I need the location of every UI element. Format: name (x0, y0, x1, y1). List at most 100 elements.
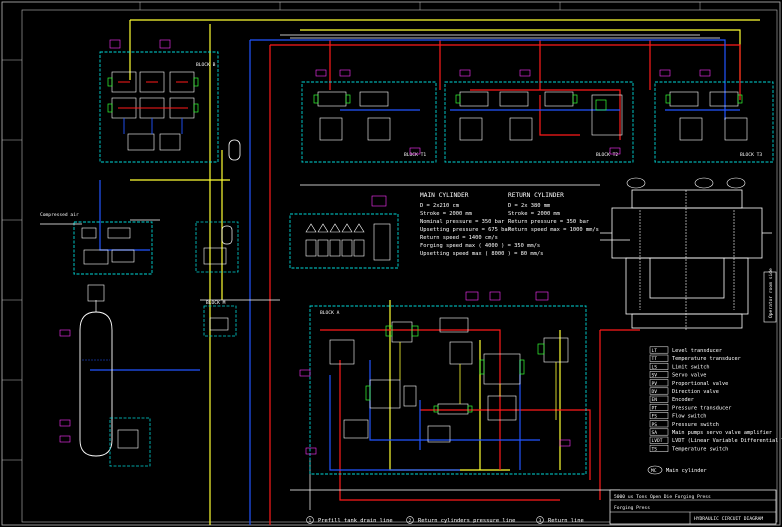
block-b-label: BLOCK B (196, 62, 216, 68)
legend-code: LS (652, 364, 658, 370)
main-cylinder-legend-text: Main cylinder (666, 468, 707, 474)
legend-symbol (649, 436, 669, 444)
legend-code: PV (652, 381, 658, 387)
legend-code: DV (652, 389, 658, 395)
legend-text: Limit switch (672, 364, 709, 370)
press-frame (600, 189, 772, 329)
legend-text: Pressure switch (672, 422, 719, 428)
pilot-lines (129, 19, 760, 525)
block-t3-frame (654, 81, 774, 163)
block-a-pilot (399, 342, 557, 420)
tank-sensors (59, 329, 71, 443)
operator-room-note: Operator room side (768, 268, 774, 318)
legend-text: Servo valve (672, 373, 706, 379)
legend-code: EN (652, 397, 658, 403)
main-cylinder-line: Upsetting speed max ( 8000 ) = 80 mm/s (420, 251, 543, 257)
pump-valve-block (195, 221, 239, 273)
block-t3-label: BLOCK T3 (740, 152, 762, 158)
return-lines (90, 39, 740, 525)
return-cylinder-title: RETURN CYLINDER (508, 192, 564, 199)
block-b-frame (99, 51, 219, 163)
tank-valve (117, 429, 139, 449)
block-b-sensor (109, 39, 121, 49)
main-cylinder-line: Stroke = 2000 mm (420, 211, 472, 217)
bottom-notes: 1 Prefill tank drain line 2 Return cylin… (306, 516, 584, 524)
block-b-pressure (118, 81, 188, 109)
legend-symbol (649, 428, 669, 436)
pump-valve (203, 247, 227, 265)
legend-text: Direction valve (672, 389, 719, 395)
prefill-sensor (371, 195, 387, 207)
block-a-label: BLOCK A (320, 310, 340, 316)
legend-symbol (649, 403, 669, 411)
main-cylinder-symbol (647, 465, 663, 475)
pump-accumulator (221, 225, 233, 245)
legend-symbol (649, 444, 669, 452)
legend-text: Temperature switch (672, 446, 728, 452)
block-a-valves (329, 317, 569, 443)
main-cylinder-legend: MC Main cylinder (647, 465, 707, 475)
block-m-valve (209, 317, 229, 331)
block-a-solenoids (365, 325, 545, 413)
main-cylinder-line: D = 2x210 cm (420, 203, 459, 209)
note-marker (406, 516, 414, 524)
legend-code: FS (652, 414, 658, 420)
title-block: 5000 us Tons Open Die Forging Press Forg… (609, 489, 777, 525)
block-a-sensors (299, 291, 571, 455)
title-line-3: HYDRAULIC CIRCUIT DIAGRAM (694, 516, 763, 522)
legend-code: PS (652, 422, 658, 428)
legend-code: PT (652, 405, 658, 411)
return-cylinder-notes: RETURN CYLINDER D = 2x 380 mm Stroke = 2… (508, 192, 599, 233)
block-b-valves (111, 71, 195, 151)
press-centerlines (639, 190, 735, 330)
legend-text: Temperature transducer (672, 356, 741, 362)
block-b-return (123, 118, 183, 134)
main-cylinder-line: Nominal pressure = 350 bar (420, 219, 505, 225)
return-cylinder-line: Return speed max = 1000 mm/s (508, 227, 599, 233)
accumulator (228, 139, 241, 161)
legend-text: Level transducer (672, 348, 722, 354)
main-cylinder-line: Forging speed max ( 4000 ) = 350 mm/s (420, 243, 540, 249)
main-cylinder-notes: MAIN CYLINDER D = 2x210 cm Stroke = 2000… (420, 192, 543, 257)
block-t2-label: BLOCK T2 (596, 152, 618, 158)
title-line-1: 5000 us Tons Open Die Forging Press (614, 494, 711, 500)
return-cylinder-line: D = 2x 380 mm (508, 203, 550, 209)
main-cylinder-title: MAIN CYLINDER (420, 192, 469, 199)
note-number: 3 (539, 518, 542, 524)
prefill-valves (305, 223, 391, 261)
note-text: Prefill tank drain line (318, 518, 393, 524)
note-text: Return cylinders pressure line (418, 518, 515, 524)
legend-symbol (649, 354, 669, 362)
return-cylinder-line: Return pressure = 350 bar (508, 219, 590, 225)
tank-valve-block (109, 417, 151, 467)
legend-text: LVDT (Linear Variable Differential Trans… (672, 438, 782, 444)
return-cylinder-line: Stroke = 2000 mm (508, 211, 560, 217)
air-components (81, 227, 135, 302)
block-m-label: BLOCK M (206, 300, 226, 306)
prefill-tank (79, 311, 113, 457)
top-block-solenoids (313, 94, 743, 111)
legend-symbol (649, 395, 669, 403)
top-block-sensors (315, 69, 711, 155)
note-marker (536, 516, 544, 524)
operator-note-box (763, 271, 777, 323)
legend-code: TS (652, 446, 658, 452)
block-t1-frame (301, 81, 437, 163)
note-text: Return line (548, 518, 584, 524)
legend-symbol (649, 346, 669, 354)
prefill-valve-bank (289, 213, 399, 269)
main-cylinder-line: Return speed = 1400 cm/s (420, 235, 498, 241)
legend-symbol (649, 387, 669, 395)
air-block-frame (73, 221, 153, 275)
main-cylinder-line: Upsetting pressure = 675 bar (420, 227, 512, 233)
block-t1-label: BLOCK T1 (404, 152, 426, 158)
legend-text: Encoder (672, 397, 694, 403)
legend-symbol (649, 379, 669, 387)
legend-code: LT (652, 348, 658, 354)
legend-symbol (649, 420, 669, 428)
pressure-lines (269, 40, 741, 525)
legend-code: LVDT (652, 438, 663, 444)
legend-text: Proportional valve (672, 381, 728, 387)
